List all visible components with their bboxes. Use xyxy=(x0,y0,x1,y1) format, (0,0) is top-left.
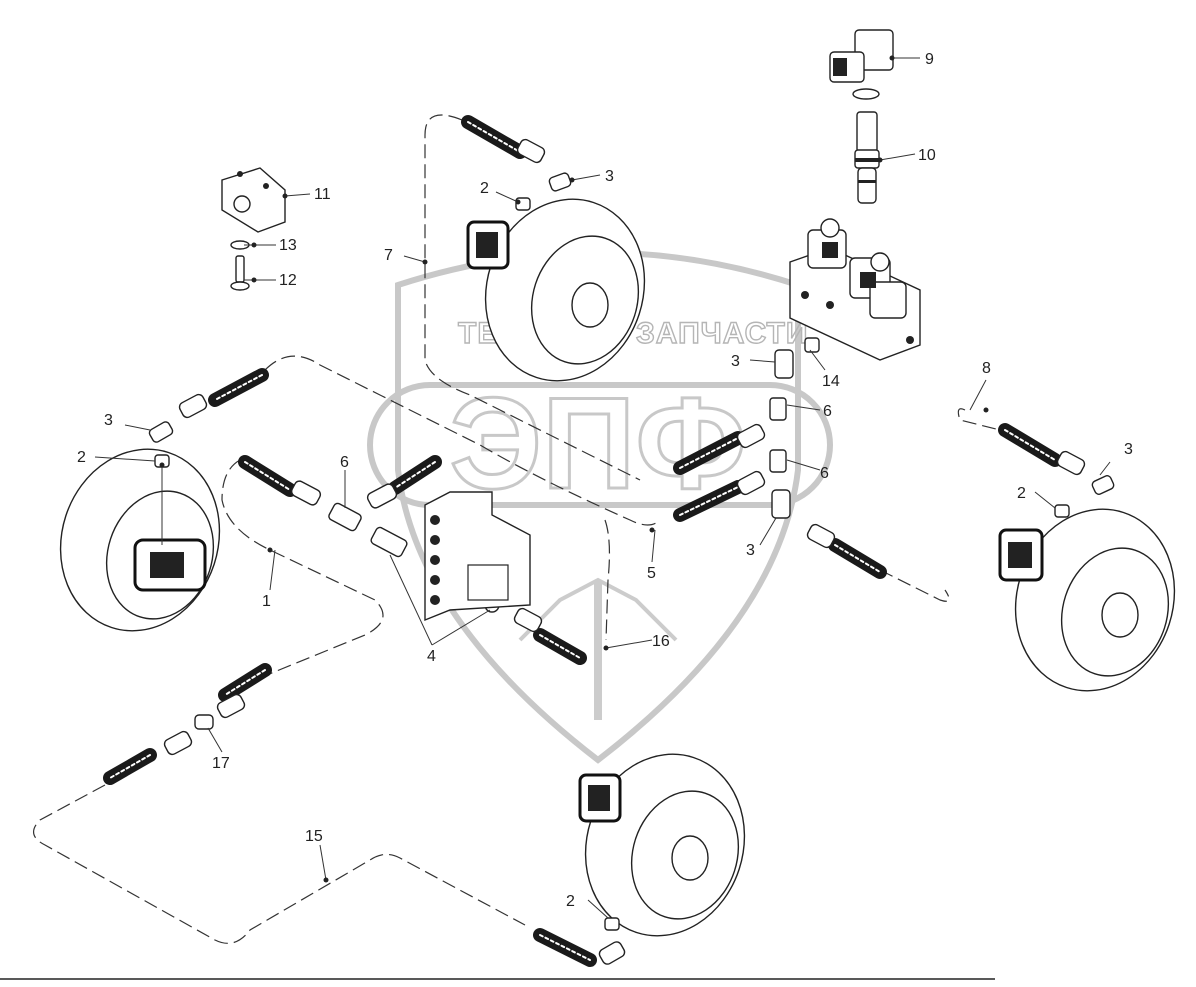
watermark-logo: ЭПФ xyxy=(450,370,747,516)
callout-3-top: 3 xyxy=(605,168,614,185)
callout-17: 17 xyxy=(212,755,230,772)
wheel-left xyxy=(59,448,221,632)
adapter-14 xyxy=(804,337,820,353)
callout-1: 1 xyxy=(262,593,271,610)
route-hose-16 xyxy=(604,519,611,641)
adapter-17 xyxy=(194,714,214,730)
callout-2-left: 2 xyxy=(77,449,86,466)
callout-13: 13 xyxy=(279,237,297,254)
fittings xyxy=(148,172,1115,965)
callout-6-upper: 6 xyxy=(823,403,832,420)
adapter-fitting xyxy=(604,917,620,931)
callout-5: 5 xyxy=(647,565,656,582)
callout-11: 11 xyxy=(314,186,331,203)
callout-12: 12 xyxy=(279,272,297,289)
sensor-block xyxy=(221,167,286,291)
wheel-right xyxy=(998,508,1176,692)
elbow-fitting xyxy=(774,349,794,379)
hose-routes xyxy=(33,114,1001,944)
valve-manifold xyxy=(789,218,921,361)
route-hose-8 xyxy=(957,408,1001,431)
adapter-6 xyxy=(769,397,787,421)
adapter-4 xyxy=(370,526,408,558)
wheel-top-center xyxy=(466,198,646,382)
callout-16: 16 xyxy=(652,633,670,650)
elbow-fitting xyxy=(598,941,626,965)
callout-dots xyxy=(159,55,989,883)
callout-3-tee: 3 xyxy=(746,542,755,559)
mounting-bracket xyxy=(424,491,531,622)
callout-3-right: 3 xyxy=(1124,441,1133,458)
adapter-fitting xyxy=(1054,504,1070,518)
tee-fitting xyxy=(771,489,791,519)
callout-15: 15 xyxy=(305,828,323,845)
callout-6-left: 6 xyxy=(340,454,349,471)
adapter-6 xyxy=(769,449,787,473)
callout-9: 9 xyxy=(925,51,934,68)
route-hose-7 xyxy=(424,114,641,481)
watermark-oval xyxy=(367,382,833,508)
adapter-6 xyxy=(328,502,362,532)
leader-lines xyxy=(94,57,1111,919)
callout-7: 7 xyxy=(384,247,393,264)
route-hose-15 xyxy=(33,784,526,944)
callout-8: 8 xyxy=(982,360,991,377)
elbow-fitting xyxy=(1091,475,1115,495)
callout-labels: 9 10 11 13 12 3 2 7 3 14 6 6 3 8 3 2 3 2… xyxy=(77,51,1133,910)
valve-cartridge xyxy=(854,111,880,204)
route-hose-1 xyxy=(221,459,384,691)
callout-2-right: 2 xyxy=(1017,485,1026,502)
callout-4: 4 xyxy=(427,648,436,665)
callout-14: 14 xyxy=(822,373,840,390)
callout-6-lower: 6 xyxy=(820,465,829,482)
callout-10: 10 xyxy=(918,147,936,164)
callout-2-top: 2 xyxy=(480,180,489,197)
hose-assemblies xyxy=(103,115,1086,967)
elbow-fitting xyxy=(148,421,174,443)
wheel-bottom xyxy=(578,753,746,937)
callout-2-bottom: 2 xyxy=(566,893,575,910)
callout-3-left: 3 xyxy=(104,412,113,429)
callout-3-manifold: 3 xyxy=(731,353,740,370)
watermark-right-text: ЗАПЧАСТИ xyxy=(636,317,808,350)
route-hose-5 xyxy=(264,355,661,526)
solenoid-coil xyxy=(829,29,894,100)
elbow-fitting xyxy=(548,172,572,192)
